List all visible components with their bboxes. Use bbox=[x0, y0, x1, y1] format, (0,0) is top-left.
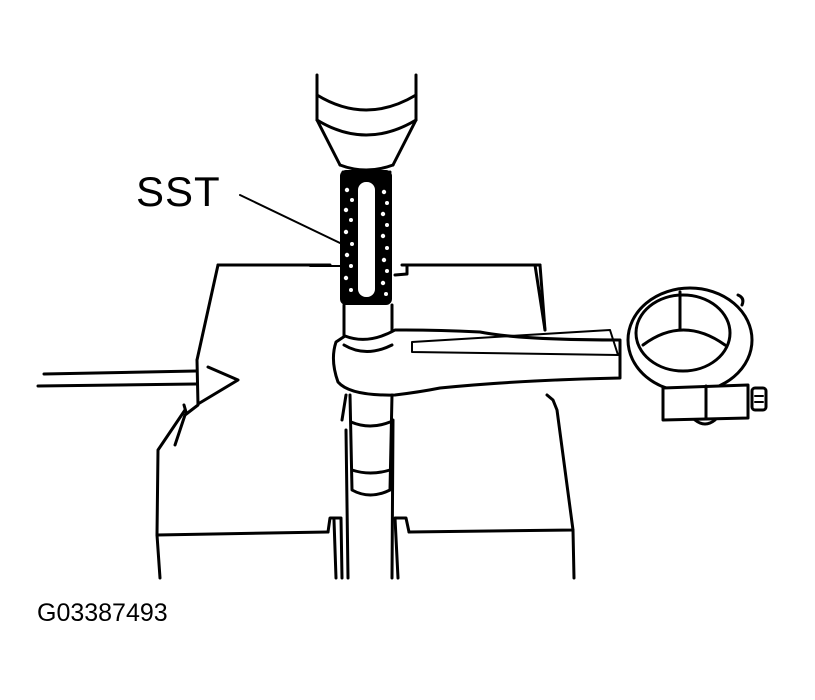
piston-pin bbox=[340, 393, 394, 497]
sst-tool bbox=[239, 170, 394, 347]
figure-id: G03387493 bbox=[37, 599, 168, 627]
sst-callout-label: SST bbox=[136, 168, 221, 215]
press-ram bbox=[315, 73, 418, 179]
support-block bbox=[155, 263, 576, 580]
direction-arrow bbox=[36, 365, 240, 406]
connecting-rod bbox=[331, 286, 768, 426]
